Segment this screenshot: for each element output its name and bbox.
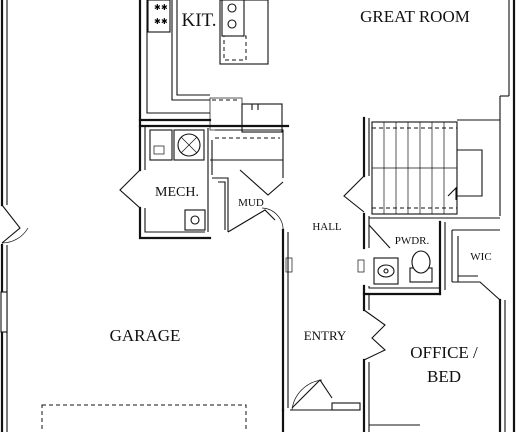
room-label-kitchen: KIT. [182,10,217,31]
mud-door-swing [261,207,284,233]
room-label-office-line1: OFFICE / [410,343,478,362]
fridge-cabinet [209,97,283,133]
stair-closet-door[interactable] [343,175,365,213]
entry-sidelight [331,402,361,411]
mech-door[interactable] [119,169,141,209]
svg-text:✱: ✱ [154,3,161,12]
cooktop [147,0,171,33]
garage-window [0,291,8,333]
water-heater-panel [153,145,165,155]
sink-drain-icon [227,19,237,29]
garage-overhead-door [41,404,247,432]
water-heater [149,129,173,161]
mech-mud-walls [138,118,290,240]
room-label-great-room: GREAT ROOM [360,7,470,26]
garage-walls [0,0,8,432]
room-label-mud: MUD [238,197,264,209]
sink-drain-icon [383,268,389,274]
svg-text:✱: ✱ [161,3,168,12]
room-label-wic: WIC [470,251,491,263]
room-label-office-line2: BED [427,367,461,386]
dishwasher [223,35,247,61]
kitchen-island [219,0,269,65]
cooktop-burners-icon: ✱ ✱ ✱ ✱ [154,3,168,26]
wic-walls [451,229,501,301]
svg-text:✱: ✱ [161,17,168,26]
stairs [371,119,501,216]
office-walls [362,292,506,432]
toilet-bowl-icon [411,250,431,274]
room-label-garage: GARAGE [110,326,181,345]
powder-window [357,259,365,273]
garage-door-swing [1,227,29,244]
front-door-swing [291,379,323,411]
room-label-entry: ENTRY [304,328,347,343]
mud-room-walls [212,169,284,233]
garage-side-door[interactable] [1,204,21,244]
sump-icon [190,215,200,225]
room-label-hall: HALL [312,221,342,233]
sink-drain-icon [227,3,237,13]
room-label-powder: PWDR. [395,235,430,247]
room-label-mech: MECH. [155,185,199,200]
svg-text:✱: ✱ [154,17,161,26]
